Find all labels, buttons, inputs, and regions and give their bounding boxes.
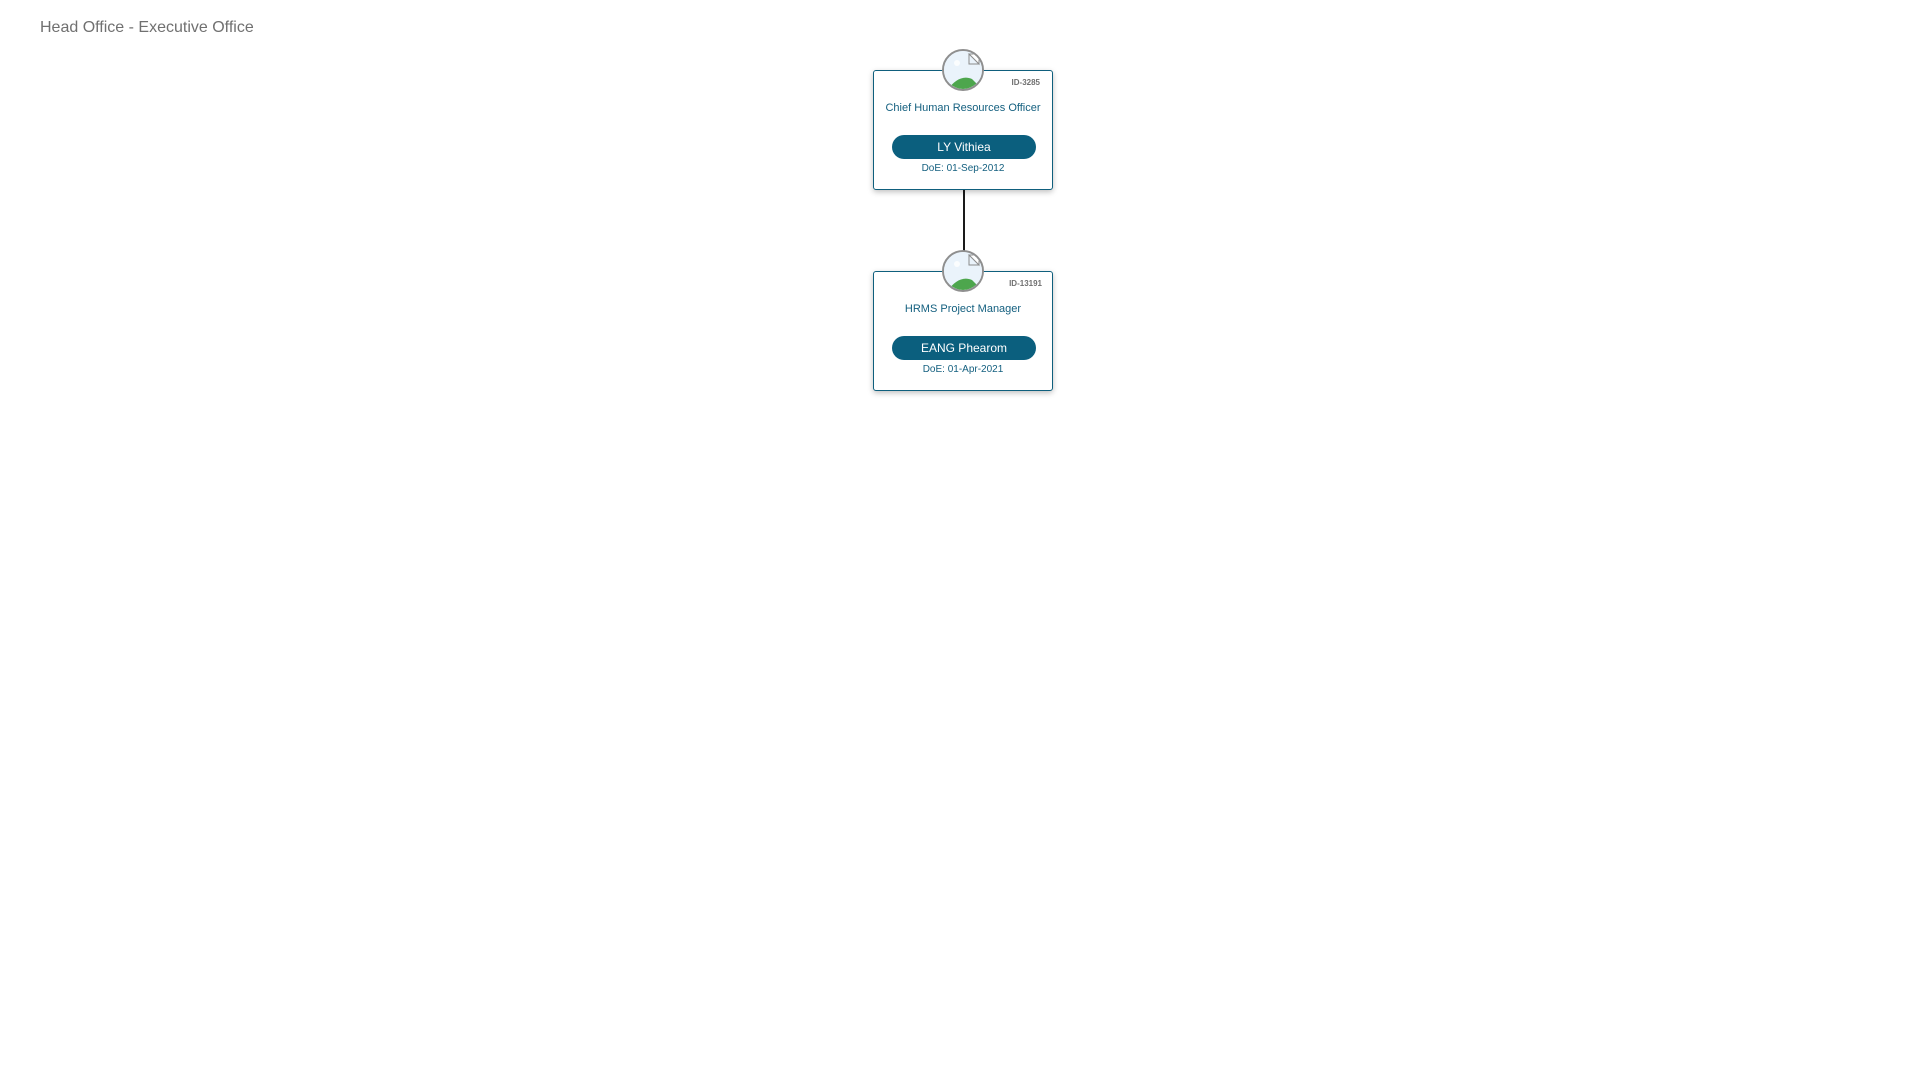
broken-image-icon xyxy=(944,252,982,290)
org-node-hrms-project-manager[interactable]: ID-13191 HRMS Project Manager EANG Phear… xyxy=(873,250,1053,391)
position-title: Chief Human Resources Officer xyxy=(885,102,1041,114)
avatar xyxy=(942,250,984,292)
position-title: HRMS Project Manager xyxy=(904,303,1022,315)
org-node-chief-human-resources-officer[interactable]: ID-3285 Chief Human Resources Officer LY… xyxy=(873,49,1053,190)
broken-image-icon xyxy=(944,51,982,89)
hierarchy-connector xyxy=(963,190,965,255)
employee-name-button[interactable]: LY Vithiea xyxy=(892,135,1036,159)
date-of-employment: DoE: 01-Apr-2021 xyxy=(922,364,1004,375)
avatar xyxy=(942,49,984,91)
employee-id: ID-13191 xyxy=(1009,279,1042,288)
employee-id: ID-3285 xyxy=(1011,78,1040,87)
employee-name-button[interactable]: EANG Phearom xyxy=(892,336,1036,360)
date-of-employment: DoE: 01-Sep-2012 xyxy=(921,163,1005,174)
page-title: Head Office - Executive Office xyxy=(40,19,254,36)
